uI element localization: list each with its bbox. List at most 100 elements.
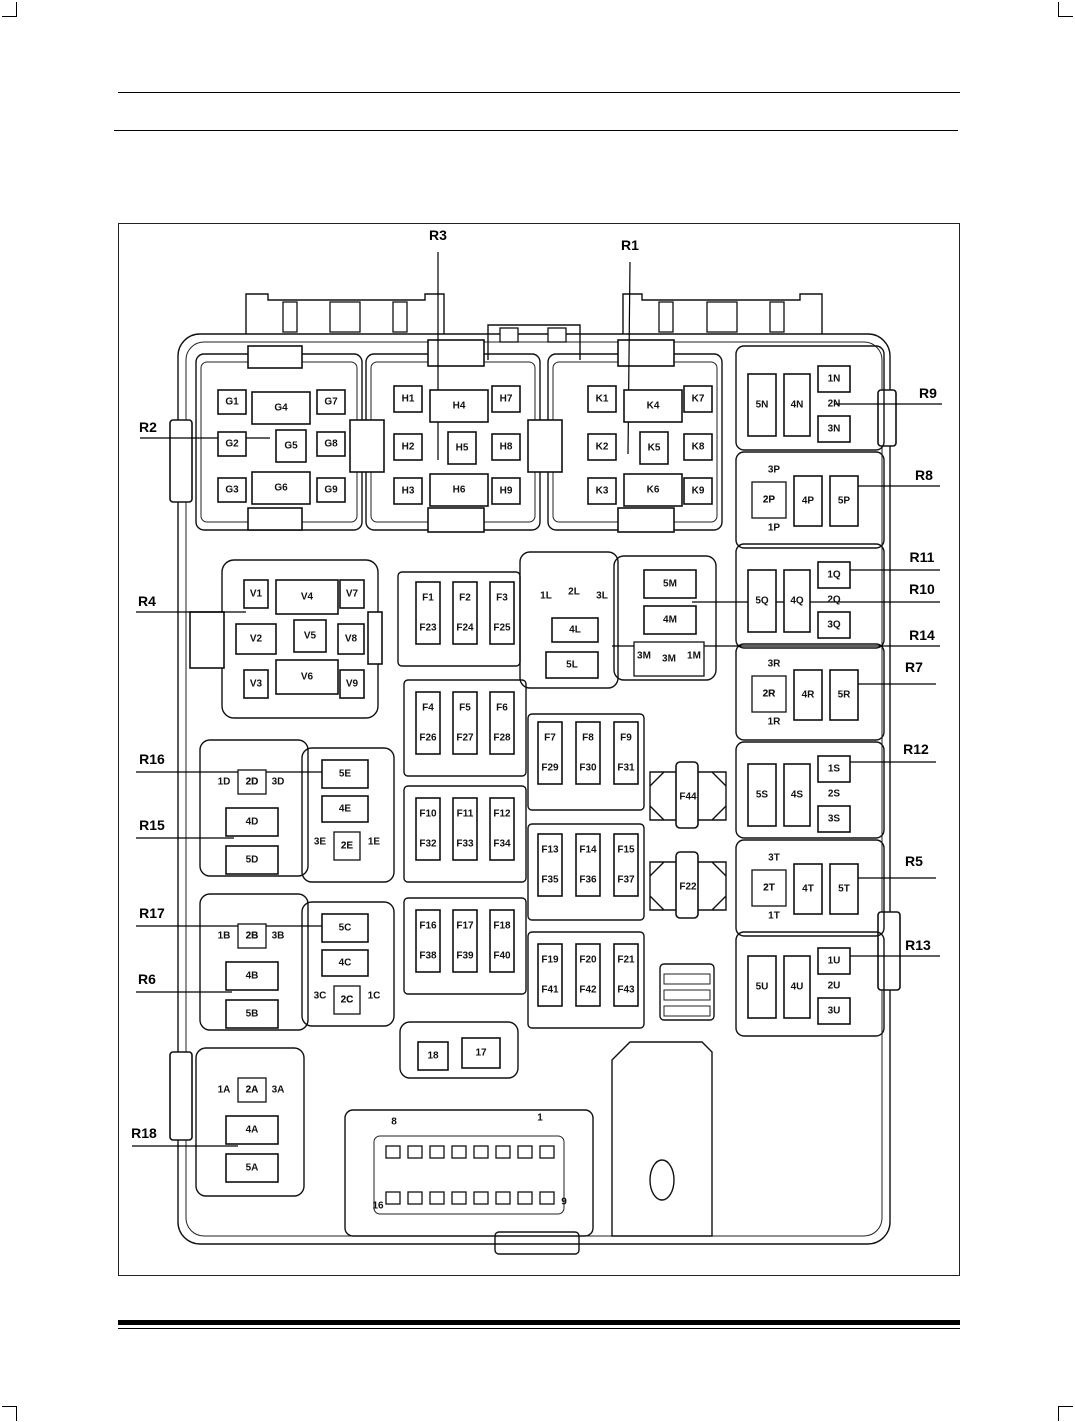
component-label: 3U [828,1006,841,1017]
component-label: 4B [246,971,259,982]
fuse-label: F9 [620,733,632,744]
component-boxes: G1G2G3G4G5G6G7G8G9H1H2H3H4H5H6H7H8H9K1K2… [217,365,859,1212]
footer-rule-thin [118,1328,960,1329]
component-v5: V5 [293,619,327,653]
component-label: G2 [225,439,239,450]
callout-r6: R6 [138,971,156,987]
fuse-label: F21 [617,955,635,966]
component-4s: 4S [783,763,811,827]
component-label: G5 [284,441,298,452]
terminal-label: 16 [372,1201,384,1212]
terminal-label: 3P [768,465,781,476]
component-g4: G4 [251,391,311,425]
component-h9: H9 [491,477,521,505]
terminal-label: 2B [246,931,259,942]
component-label: K2 [596,442,609,453]
relay-column-left-lower [195,739,519,1197]
component-label: V9 [346,679,359,690]
fuse-label: F36 [579,875,597,886]
component-2a: 2A [237,1077,267,1103]
callout-r10: R10 [909,581,935,597]
component-label: G7 [324,397,338,408]
relay-block-h [349,339,541,533]
component-label: 5R [838,690,852,701]
component-label: 5L [566,660,578,671]
fuse-label: F39 [456,951,474,962]
component-label: H5 [456,443,469,454]
component-2c: 2C [333,985,361,1015]
terminal-label: 2L [568,587,580,598]
component-label: 4E [339,804,352,815]
component-5e: 5E [321,759,369,789]
pin [385,1145,401,1159]
callout-r7: R7 [905,659,923,675]
component-5n: 5N [747,373,777,437]
component-k6: K6 [623,473,683,507]
terminal-label: 1E [368,837,381,848]
component-label: 4M [663,615,677,626]
component-label: 5T [838,884,850,895]
component-5m: 5M [643,569,697,599]
terminal-label: 3R [768,659,782,670]
component-label: 2R [763,689,777,700]
component-label: 4S [791,790,804,801]
component-label: 3M [662,654,676,665]
callout-r11: R11 [910,549,935,565]
component-label: V2 [250,634,263,645]
fuse-label: F37 [617,875,635,886]
component-label: 3S [828,814,841,825]
component-label: H2 [402,442,415,453]
terminal-label: 1T [768,911,780,922]
component-17: 17 [461,1037,501,1069]
terminal-label: 1M [687,651,701,662]
fuse-label: F24 [456,623,474,634]
component-label: 2B [246,931,259,942]
callout-r3: R3 [429,227,447,243]
component-v1: V1 [243,579,269,609]
fuse-label: F28 [493,733,511,744]
callout-r8: R8 [915,467,933,483]
callout-r2: R2 [139,419,157,435]
terminal-label: 1C [368,991,381,1002]
component-g5: G5 [275,429,307,463]
component-v8: V8 [337,623,365,655]
component-label: H4 [453,401,466,412]
component-k3: K3 [587,477,617,505]
component-4n: 4N [783,373,811,437]
component-label: 2A [246,1085,259,1096]
component-v4: V4 [275,579,339,615]
component-label: 1Q [827,570,841,581]
fuse-label: F11 [457,809,474,820]
component-label: 2T [763,883,775,894]
component-5s: 5S [747,763,777,827]
component-5c: 5C [321,913,369,943]
component-v3: V3 [243,669,269,699]
component-label: V6 [301,672,314,683]
component-label: H6 [453,485,466,496]
component-5a: 5A [225,1153,279,1183]
fuse-label: F25 [493,623,511,634]
pin [517,1145,533,1159]
terminal-label: 3A [272,1085,285,1096]
component-h8: H8 [491,433,521,461]
crop-mark-bottom-right [1058,1406,1073,1421]
component-label: 3N [828,424,841,435]
component-label: H1 [402,394,415,405]
component-3u: 3U [817,997,851,1025]
component-label: V3 [250,679,263,690]
header-rule-top [118,92,960,93]
component-h5: H5 [447,431,477,465]
component-label: 4L [569,625,581,636]
terminal-label: 9 [561,1197,567,1208]
fuse-label: F34 [493,839,511,850]
component-label: 4D [246,817,259,828]
fuse-label: F23 [419,623,437,634]
component-label: 17 [475,1048,487,1059]
component-label: 2E [341,841,354,852]
component-label: K6 [647,485,660,496]
